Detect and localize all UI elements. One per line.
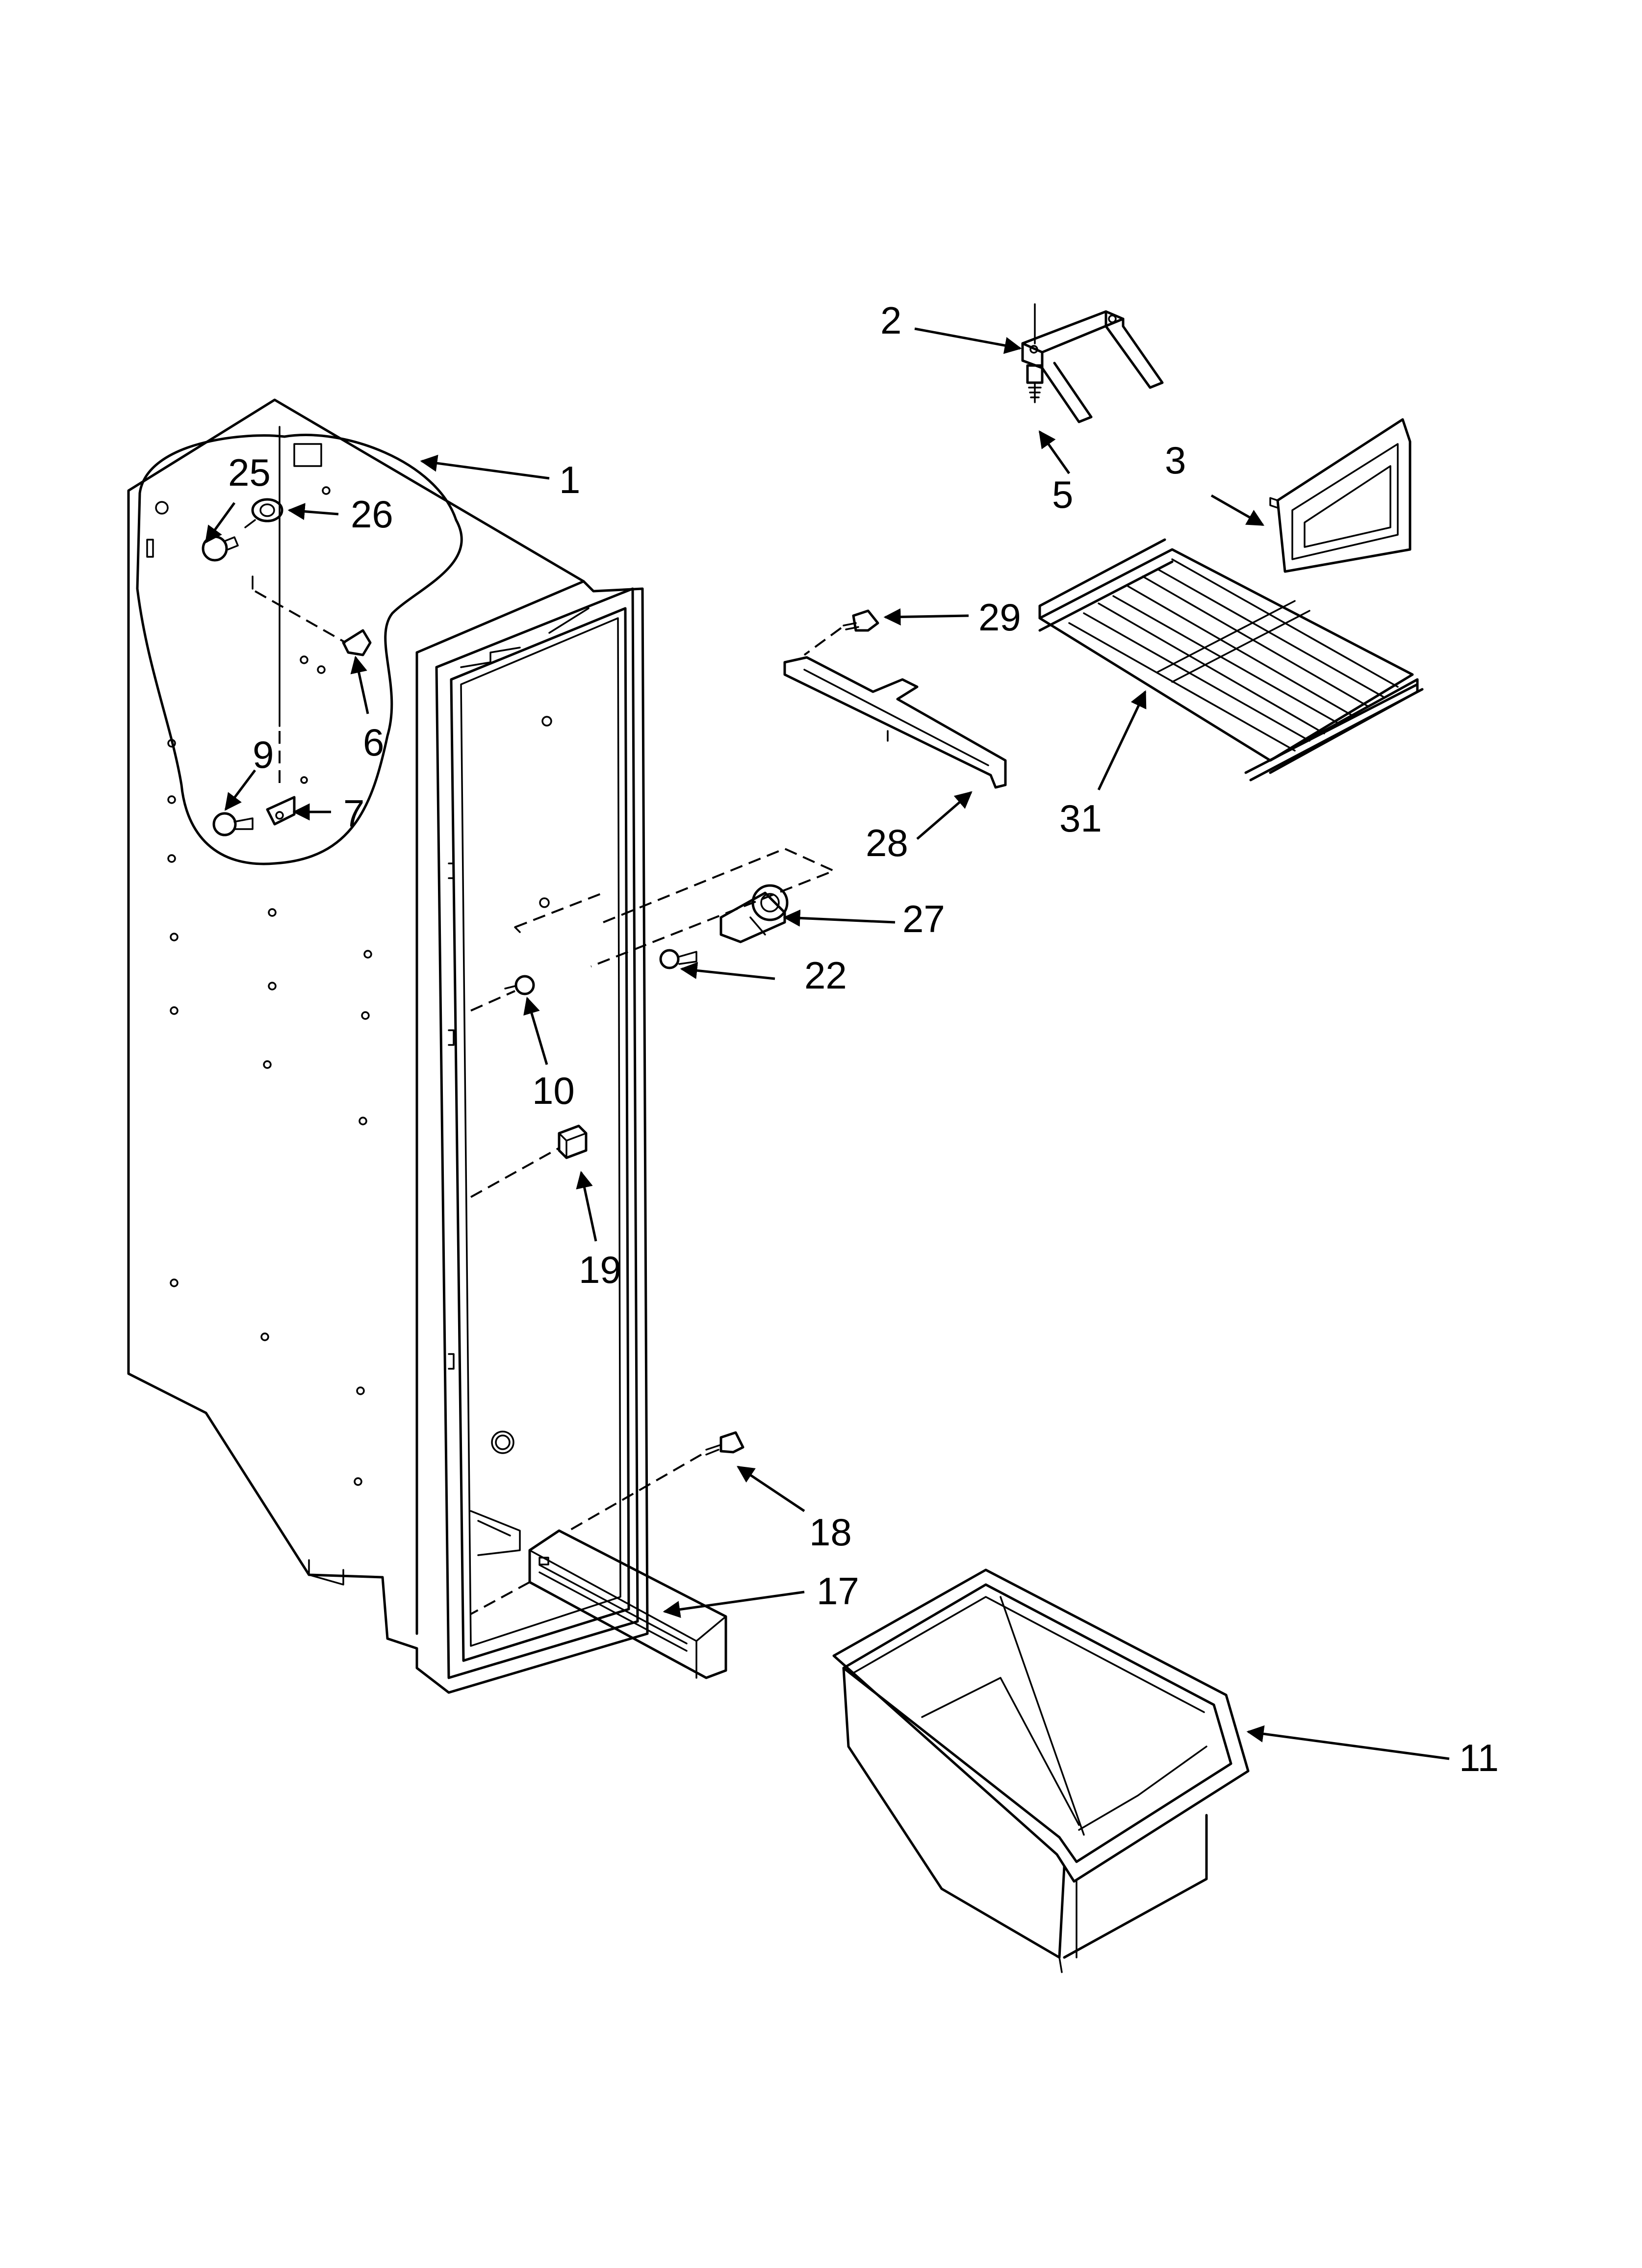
callout-19: 19 <box>579 1248 621 1291</box>
callout-29: 29 <box>978 596 1021 639</box>
drawer-rail-part-17 <box>470 1529 727 1679</box>
callout-11: 11 <box>1459 1736 1499 1779</box>
thermostat-bracket-part-7 <box>266 776 308 826</box>
light-socket-part-26 <box>244 498 283 528</box>
shelf-support-part-28 <box>783 656 1007 789</box>
callout-1: 1 <box>559 458 580 501</box>
callout-26: 26 <box>351 493 393 536</box>
screw-part-10 <box>504 975 535 995</box>
callout-6: 6 <box>363 721 384 764</box>
storage-bin-part-11 <box>832 1568 1250 1973</box>
callout-3: 3 <box>1165 439 1186 482</box>
callout-31: 31 <box>1059 797 1102 840</box>
callout-28: 28 <box>866 821 908 864</box>
control-housing-part-27 <box>719 884 789 943</box>
callout-9: 9 <box>253 733 274 776</box>
hinge-bracket-part-2 <box>1021 303 1164 423</box>
screw-part-22 <box>659 949 697 969</box>
shelf-frame-part-3 <box>1269 418 1411 573</box>
screw-part-29 <box>803 609 879 656</box>
clip-part-19 <box>558 1124 588 1159</box>
light-switch-part-6 <box>252 575 372 656</box>
callout-17: 17 <box>817 1569 859 1613</box>
screw-part-18 <box>705 1431 744 1456</box>
callout-22: 22 <box>804 954 847 997</box>
thermostat-knob-part-9 <box>212 812 254 836</box>
leader-arrows <box>205 327 1450 1760</box>
callout-10: 10 <box>532 1069 575 1112</box>
screw-part-5 <box>1026 364 1044 403</box>
freezer-cabinet <box>127 398 649 1694</box>
callout-5: 5 <box>1052 473 1073 516</box>
callout-27: 27 <box>902 897 945 940</box>
callout-2: 2 <box>880 299 901 342</box>
callout-7: 7 <box>343 792 364 835</box>
callout-labels: 1 2 3 5 6 7 9 10 11 17 18 19 22 25 26 27… <box>228 299 1499 1779</box>
callout-18: 18 <box>809 1511 852 1554</box>
wire-shelf-part-31 <box>1038 538 1424 782</box>
callout-25: 25 <box>228 451 271 494</box>
